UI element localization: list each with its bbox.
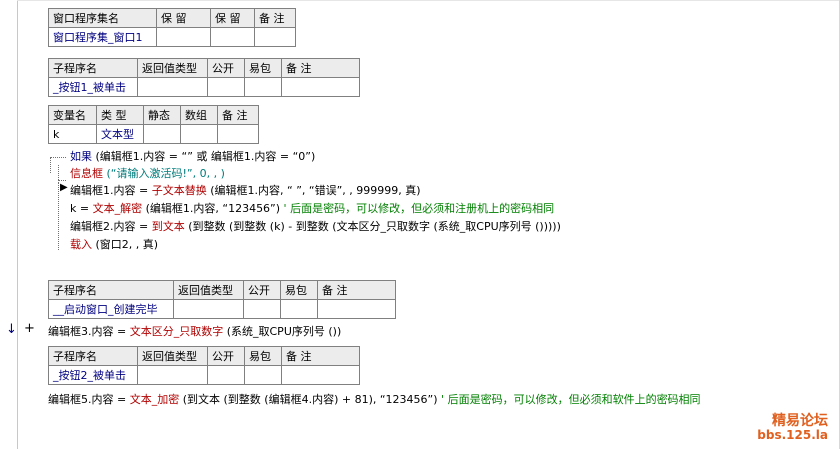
header-cell: 公开 (207, 58, 245, 78)
function-name: 子文本替换 (151, 184, 207, 197)
function-name: 到文本 (151, 220, 185, 233)
variable-table: 变量名 类 型 静态 数组 备 注 k 文本型 (48, 105, 259, 144)
subroutine-table-startup: 子程序名 返回值类型 公开 易包 备 注 __启动窗口_创建完毕 (48, 280, 396, 319)
flow-guide-line (58, 182, 59, 250)
code-line-if[interactable]: 如果 (编辑框1.内容 = “” 或 编辑框1.内容 = “0”) (70, 148, 315, 165)
subroutine-table-button2: 子程序名 返回值类型 公开 易包 备 注 _按钮2_被单击 (48, 346, 360, 385)
code-arguments: (编辑框1.内容, “123456”) (142, 202, 281, 215)
header-cell: 子程序名 (48, 58, 138, 78)
function-name: 文本_加密 (129, 393, 180, 406)
function-name: 文本区分_只取数字 (129, 325, 224, 338)
table-cell[interactable] (173, 299, 244, 319)
flow-guide-line (50, 157, 66, 158)
header-cell: 备 注 (281, 58, 360, 78)
code-assignment: 编辑框2.内容 = (70, 220, 152, 233)
table-cell[interactable] (244, 77, 282, 97)
code-arguments: (到文本 (到整数 (编辑框4.内容) + 81), “123456”) (179, 393, 438, 406)
code-line-decrypt[interactable]: k = 文本_解密 (编辑框1.内容, “123456”) ' 后面是密码，可以… (70, 200, 554, 217)
keyword-if: 如果 (70, 150, 92, 163)
function-name: 文本_解密 (92, 202, 143, 215)
header-cell: 备 注 (281, 346, 360, 366)
code-comment: ' 后面是密码，可以修改，但必须和软件上的密码相同 (437, 393, 701, 406)
header-cell: 返回值类型 (137, 58, 208, 78)
header-cell: 返回值类型 (173, 280, 244, 300)
table-cell[interactable] (244, 365, 282, 385)
table-cell[interactable] (156, 27, 211, 47)
table-cell[interactable] (317, 299, 396, 319)
subroutine-name-cell[interactable]: __启动窗口_创建完毕 (48, 299, 174, 319)
code-assignment: k = (70, 202, 93, 215)
table-cell[interactable] (207, 365, 245, 385)
code-line-totext[interactable]: 编辑框2.内容 = 到文本 (到整数 (到整数 (k) - 到整数 (文本区分_… (70, 218, 561, 235)
editor-top-border (17, 0, 840, 1)
variable-name-cell[interactable]: k (48, 124, 97, 144)
table-cell[interactable] (217, 124, 259, 144)
flow-guide-line (58, 180, 66, 181)
table-cell[interactable] (210, 27, 255, 47)
table-cell[interactable] (281, 77, 360, 97)
flow-guide-line (58, 165, 59, 180)
code-comment: ' 后面是密码，可以修改，但必须和注册机上的密码相同 (280, 202, 555, 215)
flow-guide-line (50, 157, 51, 173)
table-cell[interactable] (180, 124, 218, 144)
function-name: 信息框 (70, 167, 103, 180)
header-cell: 子程序名 (48, 346, 138, 366)
header-cell: 公开 (243, 280, 281, 300)
current-line-arrow-icon[interactable]: ↓ (6, 322, 17, 337)
code-arguments: (系统_取CPU序列号 ()) (223, 325, 342, 338)
header-cell: 易包 (244, 58, 282, 78)
table-cell[interactable] (143, 124, 181, 144)
table-cell[interactable] (207, 77, 245, 97)
table-cell[interactable] (281, 365, 360, 385)
code-line-cpu-serial[interactable]: 编辑框3.内容 = 文本区分_只取数字 (系统_取CPU序列号 ()) (48, 323, 341, 340)
header-cell: 静态 (143, 105, 181, 125)
code-arguments: (编辑框1.内容, “ ”, “错误”, , 999999, 真) (206, 184, 421, 197)
header-cell: 类 型 (96, 105, 144, 125)
code-assignment: 编辑框5.内容 = (48, 393, 130, 406)
assembly-name-cell[interactable]: 窗口程序集_窗口1 (48, 27, 157, 47)
code-arguments: (到整数 (到整数 (k) - 到整数 (文本区分_只取数字 (系统_取CPU序… (184, 220, 561, 233)
code-arguments: (窗口2, , 真) (92, 238, 159, 251)
code-line-load[interactable]: 载入 (窗口2, , 真) (70, 236, 158, 253)
table-cell[interactable] (243, 299, 281, 319)
subroutine-name-cell[interactable]: _按钮2_被单击 (48, 365, 138, 385)
code-line-replace[interactable]: 编辑框1.内容 = 子文本替换 (编辑框1.内容, “ ”, “错误”, , 9… (70, 182, 421, 199)
watermark-url: bbs.125.la (757, 428, 828, 442)
expand-plus-icon[interactable]: + (24, 321, 35, 336)
table-cell[interactable] (254, 27, 296, 47)
table-cell[interactable] (137, 77, 208, 97)
header-cell: 窗口程序集名 (48, 8, 157, 28)
header-cell: 备 注 (317, 280, 396, 300)
header-cell: 易包 (244, 346, 282, 366)
header-cell: 备 注 (254, 8, 296, 28)
header-cell: 保 留 (156, 8, 211, 28)
variable-type-cell[interactable]: 文本型 (96, 124, 144, 144)
editor-gutter (17, 0, 18, 449)
code-assignment: 编辑框1.内容 = (70, 184, 152, 197)
code-expression: (编辑框1.内容 = “” 或 编辑框1.内容 = “0”) (92, 150, 316, 163)
flow-arrow-icon: ▶ (60, 182, 68, 193)
header-cell: 子程序名 (48, 280, 174, 300)
code-line-messagebox[interactable]: 信息框 (“请输入激活码!”, 0, , ) (70, 165, 225, 182)
function-name: 载入 (70, 238, 92, 251)
code-arguments: (“请输入激活码!”, 0, , ) (103, 167, 225, 180)
code-assignment: 编辑框3.内容 = (48, 325, 130, 338)
header-cell: 数组 (180, 105, 218, 125)
assembly-table: 窗口程序集名 保 留 保 留 备 注 窗口程序集_窗口1 (48, 8, 296, 47)
subroutine-table-button1: 子程序名 返回值类型 公开 易包 备 注 _按钮1_被单击 (48, 58, 360, 97)
header-cell: 保 留 (210, 8, 255, 28)
table-cell[interactable] (280, 299, 318, 319)
header-cell: 备 注 (217, 105, 259, 125)
header-cell: 变量名 (48, 105, 97, 125)
watermark-title: 精易论坛 (772, 413, 828, 429)
header-cell: 公开 (207, 346, 245, 366)
header-cell: 易包 (280, 280, 318, 300)
header-cell: 返回值类型 (137, 346, 208, 366)
subroutine-name-cell[interactable]: _按钮1_被单击 (48, 77, 138, 97)
table-cell[interactable] (137, 365, 208, 385)
code-line-encrypt[interactable]: 编辑框5.内容 = 文本_加密 (到文本 (到整数 (编辑框4.内容) + 81… (48, 391, 701, 408)
